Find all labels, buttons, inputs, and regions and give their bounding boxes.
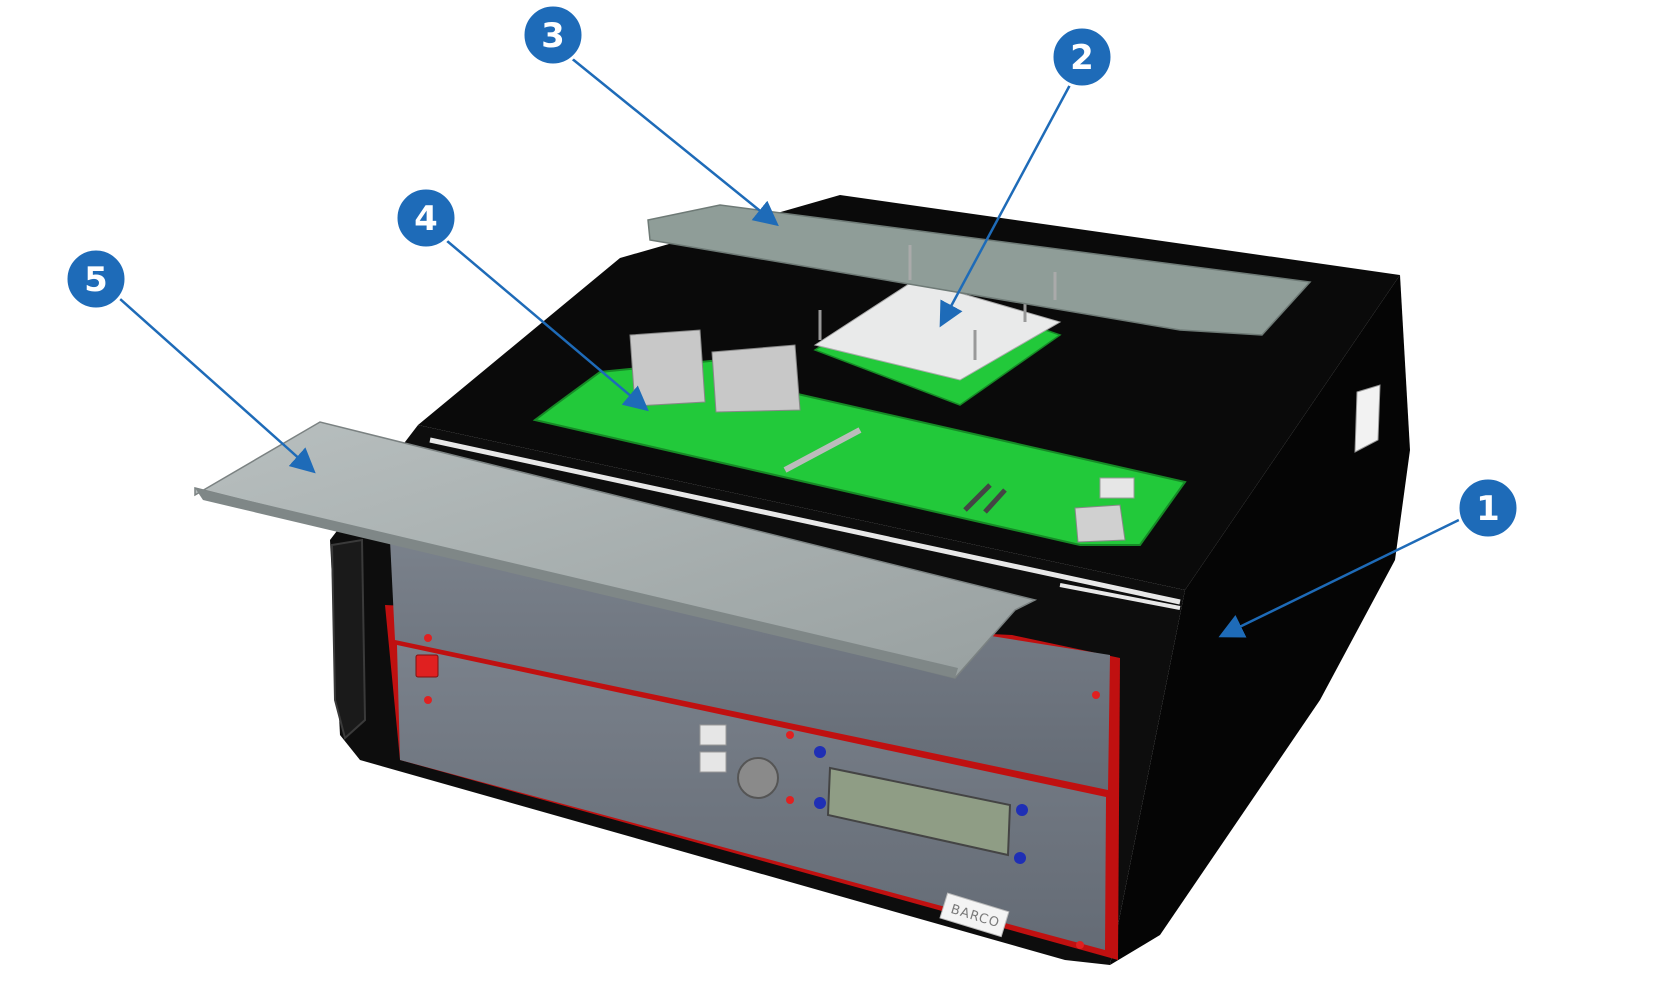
connector-block: [1074, 504, 1126, 543]
chassis-stripe: [429, 437, 1181, 605]
callout-4: 4: [394, 186, 458, 250]
keypad-button-down[interactable]: [699, 751, 727, 773]
keypad-button-up[interactable]: [699, 724, 727, 746]
callout-2: 2: [1050, 25, 1114, 89]
header-pins: [963, 483, 992, 512]
chassis-stripe: [1059, 583, 1181, 610]
front-panel-upper: [390, 540, 1110, 790]
screw: [424, 696, 432, 704]
callout-2-circle: [1050, 25, 1114, 89]
header-pins: [783, 427, 862, 473]
callout-3: 3: [521, 3, 585, 67]
callout-arrows: [109, 52, 1466, 638]
callout-1-circle: [1456, 476, 1520, 540]
callout-badges: 1 2 3 4 5: [64, 3, 1520, 540]
callout-5-label: 5: [84, 260, 108, 300]
front-panel: BARCO: [385, 540, 1120, 960]
screw: [1016, 804, 1028, 816]
callout-arrow-1: [1218, 515, 1466, 638]
callout-1: 1: [1456, 476, 1520, 540]
screw: [814, 746, 826, 758]
screw: [424, 634, 432, 642]
module-board: [813, 279, 1062, 406]
callout-arrow-2: [939, 69, 1080, 328]
main-pcb: [532, 329, 1187, 546]
callout-4-label: 4: [414, 199, 438, 239]
callout-4-circle: [394, 186, 458, 250]
callout-3-label: 3: [541, 16, 565, 56]
connector-block: [711, 344, 801, 413]
side-plate: [1354, 384, 1381, 453]
callout-5: 5: [64, 247, 128, 311]
callout-2-label: 2: [1070, 38, 1094, 78]
chassis-right-side: [1110, 275, 1410, 965]
module-board-cover: [813, 279, 1062, 381]
connector-block: [629, 329, 706, 407]
callout-3-circle: [521, 3, 585, 67]
callout-arrow-5: [109, 289, 316, 474]
rotary-knob[interactable]: [737, 757, 779, 799]
chip: [1099, 477, 1135, 499]
rear-cover-plate: [647, 204, 1312, 336]
screw: [814, 797, 826, 809]
callout-arrow-3: [564, 52, 779, 227]
brand-label: BARCO: [939, 892, 1010, 938]
screw: [1092, 691, 1100, 699]
front-cover-lip: [195, 488, 958, 678]
callout-5-circle: [64, 247, 128, 311]
front-cover: [194, 421, 1038, 679]
callout-1-label: 1: [1476, 489, 1500, 529]
left-handle: [330, 538, 367, 740]
callout-arrow-4: [439, 234, 649, 412]
screw: [786, 731, 794, 739]
screw: [786, 796, 794, 804]
screw: [1014, 852, 1026, 864]
rear-cover: [647, 204, 1312, 336]
header-pins: [983, 488, 1007, 514]
lcd-display: [826, 766, 1012, 857]
power-button[interactable]: [415, 654, 439, 678]
screw: [1076, 941, 1084, 949]
